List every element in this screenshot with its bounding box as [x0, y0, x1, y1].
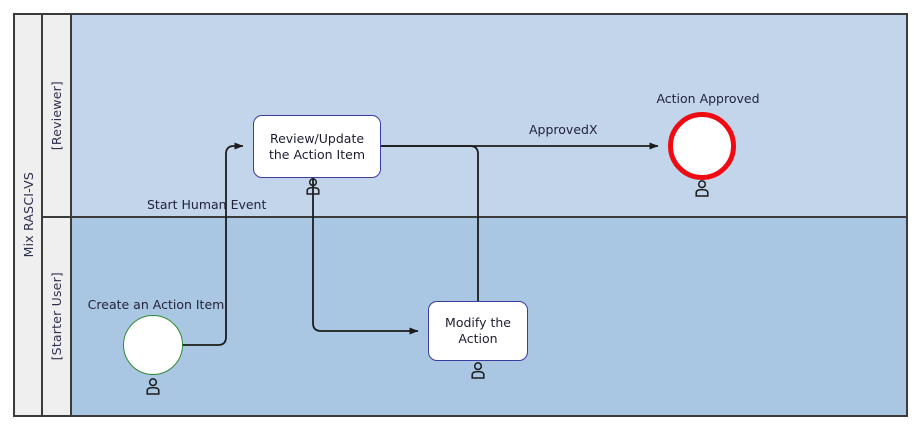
task-modify-the-action[interactable]: Modify the Action: [428, 301, 528, 361]
task-review-update-the-action-item[interactable]: Review/Update the Action Item: [253, 115, 381, 178]
lane-label-reviewer: [Reviewer]: [49, 80, 64, 151]
user-icon: [306, 178, 320, 195]
end-event-label: Action Approved: [656, 91, 760, 106]
task-label: Modify the Action: [445, 315, 511, 346]
lane-label-starter-user: [Starter User]: [49, 272, 64, 361]
start-event-label: Create an Action Item: [87, 297, 225, 312]
lane-header-starter-user[interactable]: [Starter User]: [43, 218, 72, 415]
pool-title-text: Mix RASCI-VS: [20, 172, 36, 258]
user-icon: [471, 362, 485, 379]
lane-header-reviewer[interactable]: [Reviewer]: [43, 15, 72, 218]
end-event-action-approved[interactable]: [668, 112, 736, 180]
user-icon: [146, 378, 160, 395]
flow-label-start-human-event: Start Human Event: [147, 197, 267, 212]
pool-title-band[interactable]: Mix RASCI-VS: [15, 15, 43, 415]
lane-body-reviewer: [72, 15, 906, 218]
flow-label-approvedx: ApprovedX: [529, 122, 598, 137]
user-icon: [695, 180, 709, 197]
task-label: Review/Update the Action Item: [268, 130, 366, 162]
start-event-create-an-action-item[interactable]: [123, 315, 183, 375]
